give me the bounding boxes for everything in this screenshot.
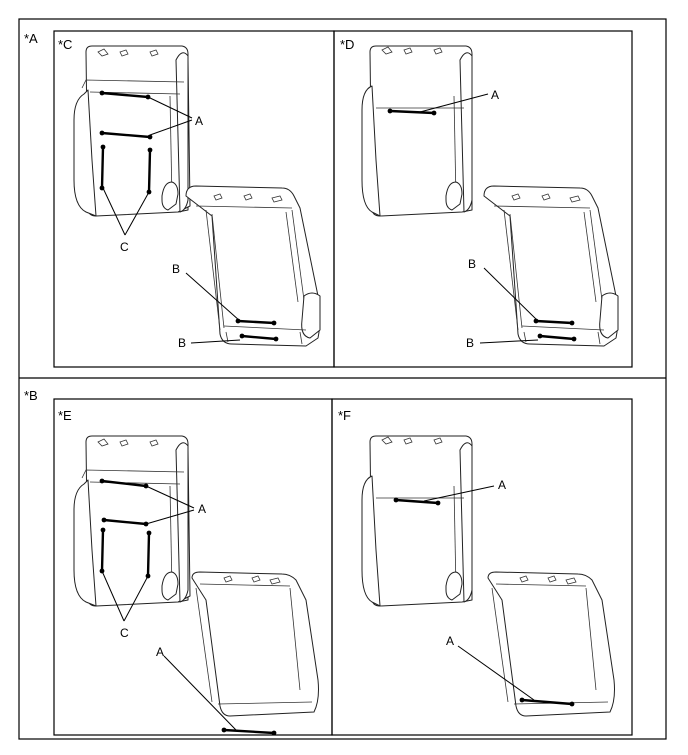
callout-a-e1: A: [198, 502, 206, 516]
panel-label-e: *E: [58, 408, 72, 423]
callout-a-f2: A: [446, 634, 454, 648]
callout-c-e: C: [120, 626, 129, 640]
panel-label-d: *D: [340, 37, 354, 52]
panel-f-illustration: [361, 435, 615, 717]
panel-f-frame: [331, 398, 633, 736]
callout-b-d2: B: [466, 336, 474, 350]
panel-e-illustration: [73, 435, 319, 736]
callout-a-d: A: [491, 88, 499, 102]
callout-b-c1: B: [172, 262, 180, 276]
panel-label-b: *B: [24, 388, 38, 403]
callout-b-c2: B: [178, 336, 186, 350]
panel-c-illustration: [73, 45, 321, 347]
callout-a-c: A: [195, 114, 203, 128]
panel-d-illustration: [361, 45, 619, 347]
callout-b-d1: B: [468, 257, 476, 271]
panel-label-a: *A: [24, 31, 38, 46]
callout-a-f1: A: [498, 478, 506, 492]
outer-frame: [18, 18, 667, 740]
panel-d-frame: [333, 30, 633, 368]
panel-label-f: *F: [338, 408, 351, 423]
panel-label-c: *C: [58, 37, 72, 52]
callout-c-c: C: [120, 240, 129, 254]
callout-a-e2: A: [156, 645, 164, 659]
